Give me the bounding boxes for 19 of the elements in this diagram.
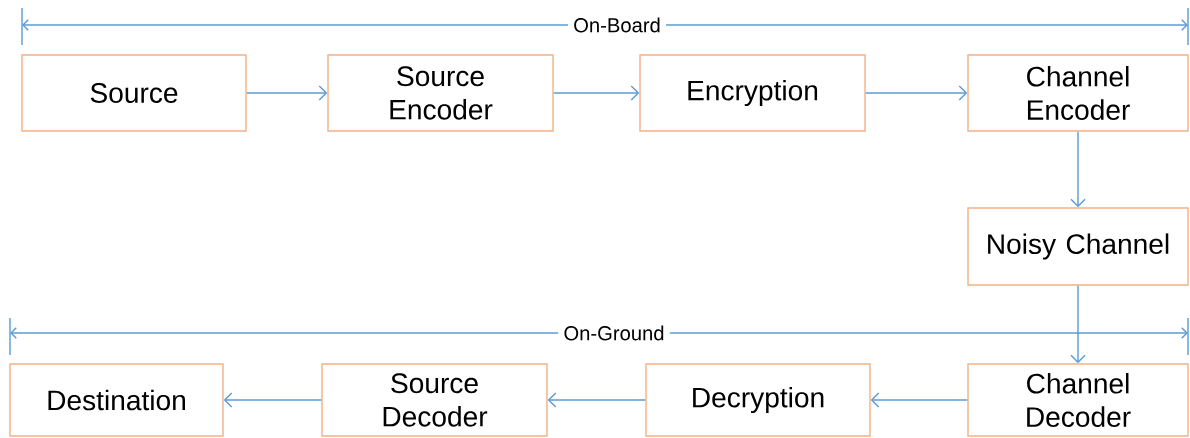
arrow: [223, 392, 322, 408]
arrow: [547, 392, 646, 408]
arrow: [865, 85, 968, 101]
arrow: [870, 392, 968, 408]
arrow: [553, 85, 640, 101]
dimension-label: On-Board: [567, 12, 667, 38]
process-box: Destination: [9, 363, 224, 437]
arrow: [246, 85, 328, 101]
process-box: Encryption: [639, 54, 866, 132]
process-box: Channel Encoder: [967, 54, 1189, 132]
process-box: Source: [21, 54, 247, 132]
process-box: Source Decoder: [321, 363, 548, 437]
process-box: Source Encoder: [327, 54, 554, 132]
arrow: [1070, 131, 1086, 208]
dimension-label: On-Ground: [558, 320, 670, 346]
process-box: Noisy Channel: [967, 207, 1189, 286]
process-box: Decryption: [645, 363, 871, 437]
arrow: [1070, 285, 1086, 364]
process-box: Channel Decoder: [967, 363, 1189, 437]
